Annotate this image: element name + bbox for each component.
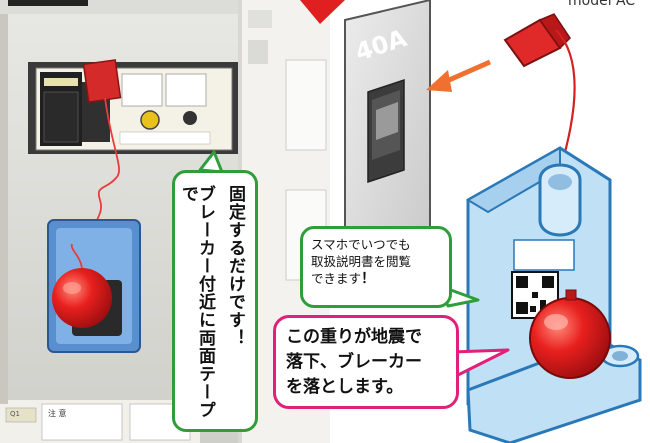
manual-callout-line2: 取扱説明書を閲覧 (311, 254, 412, 269)
weight-callout-line2: 落下、ブレーカー (286, 352, 422, 372)
warning-sticker-label: 注 意 (48, 409, 67, 418)
weight-callout-line3: を落とします。 (286, 377, 404, 397)
install-callout: ブレーカー付近に両面テープで 固定するだけです！ (172, 170, 258, 432)
install-callout-line2: 固定するだけです！ (225, 185, 245, 347)
manual-callout-line3: できます (311, 271, 362, 286)
device-illustration (300, 0, 642, 443)
manual-callout: スマホでいつでも 取扱説明書を閲覧 できます！ (300, 226, 452, 308)
install-callout-line1: ブレーカー付近に両面テープで (178, 185, 215, 419)
breaker-photo (0, 0, 330, 443)
model-header: model AC (568, 0, 636, 9)
weight-callout: この重りが地震で 落下、ブレーカー を落とします。 (273, 315, 459, 409)
weight-callout-line1: この重りが地震で (286, 327, 422, 347)
manual-callout-line1: スマホでいつでも (311, 237, 411, 252)
manual-callout-exclaim: ！ (361, 271, 376, 287)
sticker-code: Q1 (10, 410, 20, 418)
